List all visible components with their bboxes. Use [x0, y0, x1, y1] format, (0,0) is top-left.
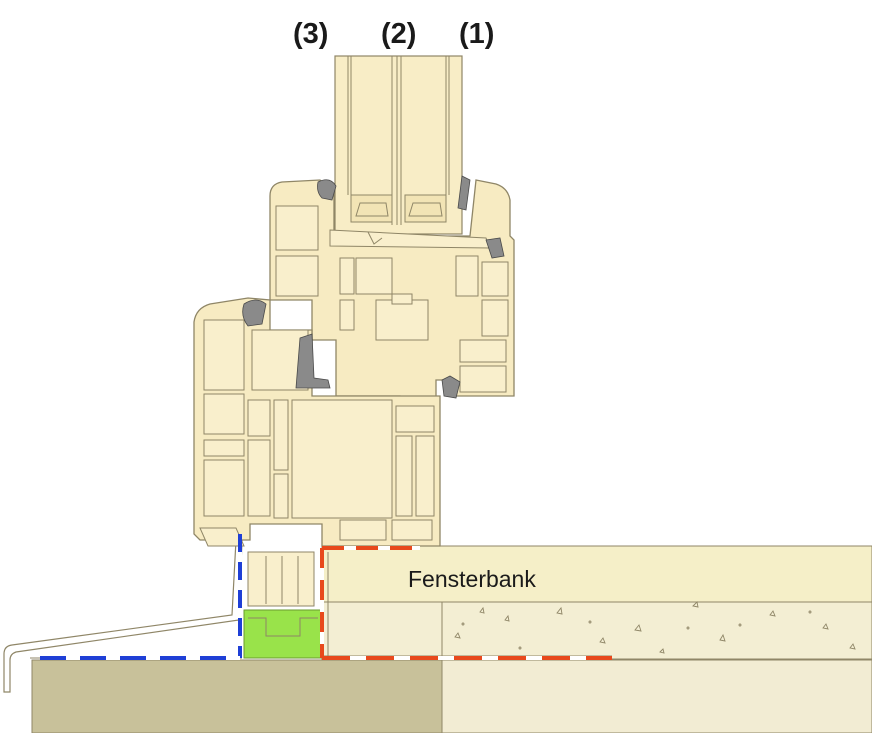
- tape-red-interior: [320, 546, 612, 660]
- frame-chambers: [203, 319, 435, 541]
- wall-left: [31, 659, 443, 733]
- concrete-texture: [454, 601, 856, 654]
- sill-bottom-layer: [321, 601, 872, 660]
- pane-label-2: (2): [381, 18, 416, 50]
- sash-chambers: [275, 205, 509, 393]
- pane-label-3: (3): [293, 18, 328, 50]
- tape-blue-exterior: [40, 534, 242, 660]
- gasket-inner-stop: [441, 375, 461, 399]
- seal-block-green: [243, 609, 323, 659]
- gasket-sash-outer: [317, 179, 337, 201]
- sill-label: Fensterbank: [408, 566, 536, 592]
- glazing-unit: [334, 55, 463, 235]
- gasket-sash-inner: [457, 175, 471, 211]
- gasket-center: [295, 333, 331, 389]
- gasket-sash-bottom: [485, 237, 505, 259]
- wall-right: [441, 659, 872, 733]
- frame-lower-legs: [199, 527, 315, 607]
- sill-top-layer: [321, 545, 872, 603]
- gasket-frame-outer: [242, 299, 267, 327]
- pane-label-1: (1): [459, 18, 494, 50]
